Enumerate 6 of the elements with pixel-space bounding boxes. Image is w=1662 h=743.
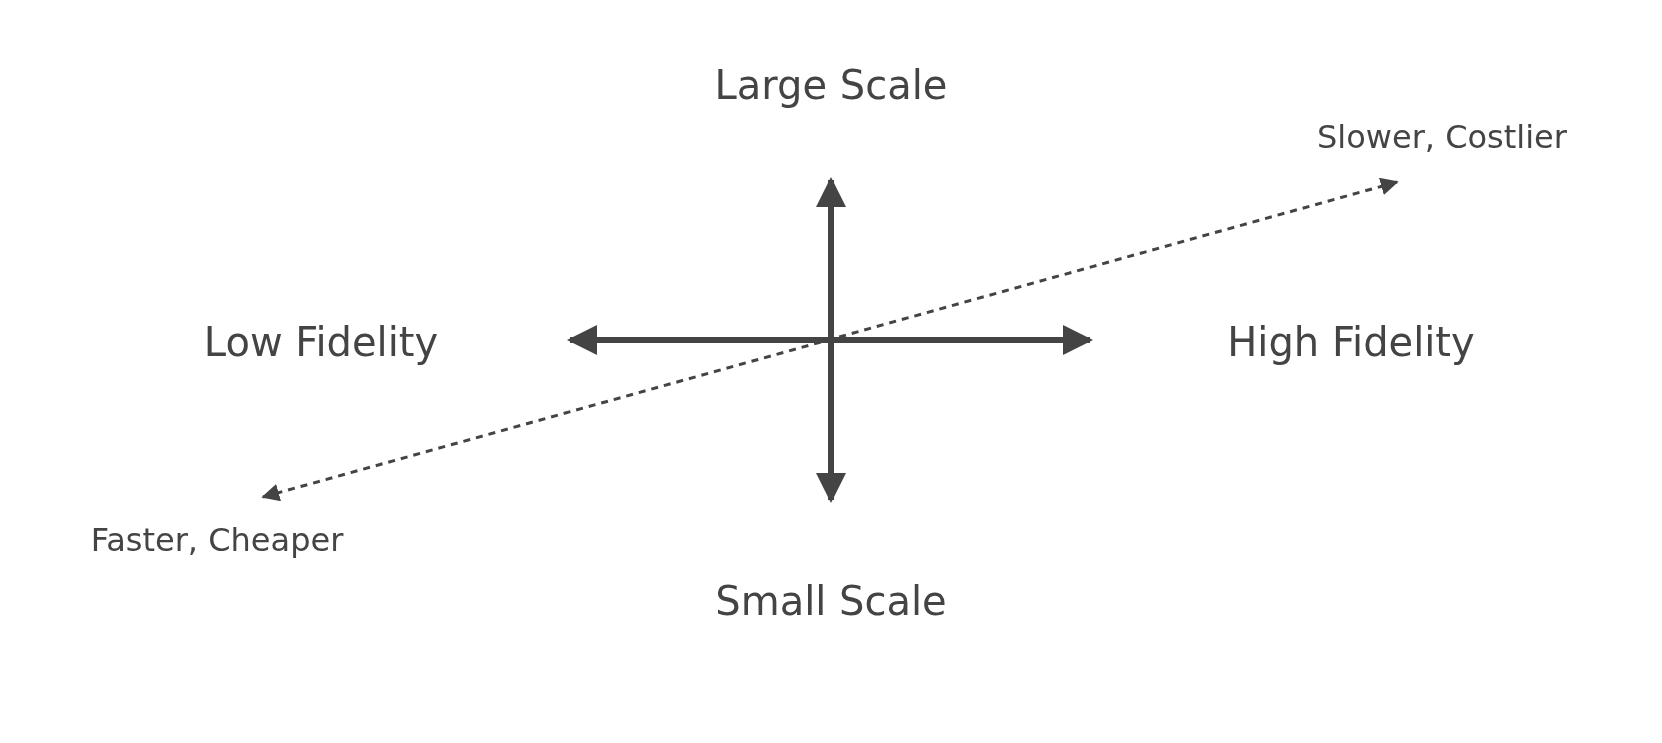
direction-label: Faster, Cheaper <box>90 523 344 559</box>
axis-label: Low Fidelity <box>203 320 439 364</box>
direction-label: Slower, Costlier <box>1317 120 1567 156</box>
axis-label: High Fidelity <box>1227 320 1475 364</box>
axis-label: Small Scale <box>715 579 947 623</box>
axis-label: Large Scale <box>714 63 948 107</box>
